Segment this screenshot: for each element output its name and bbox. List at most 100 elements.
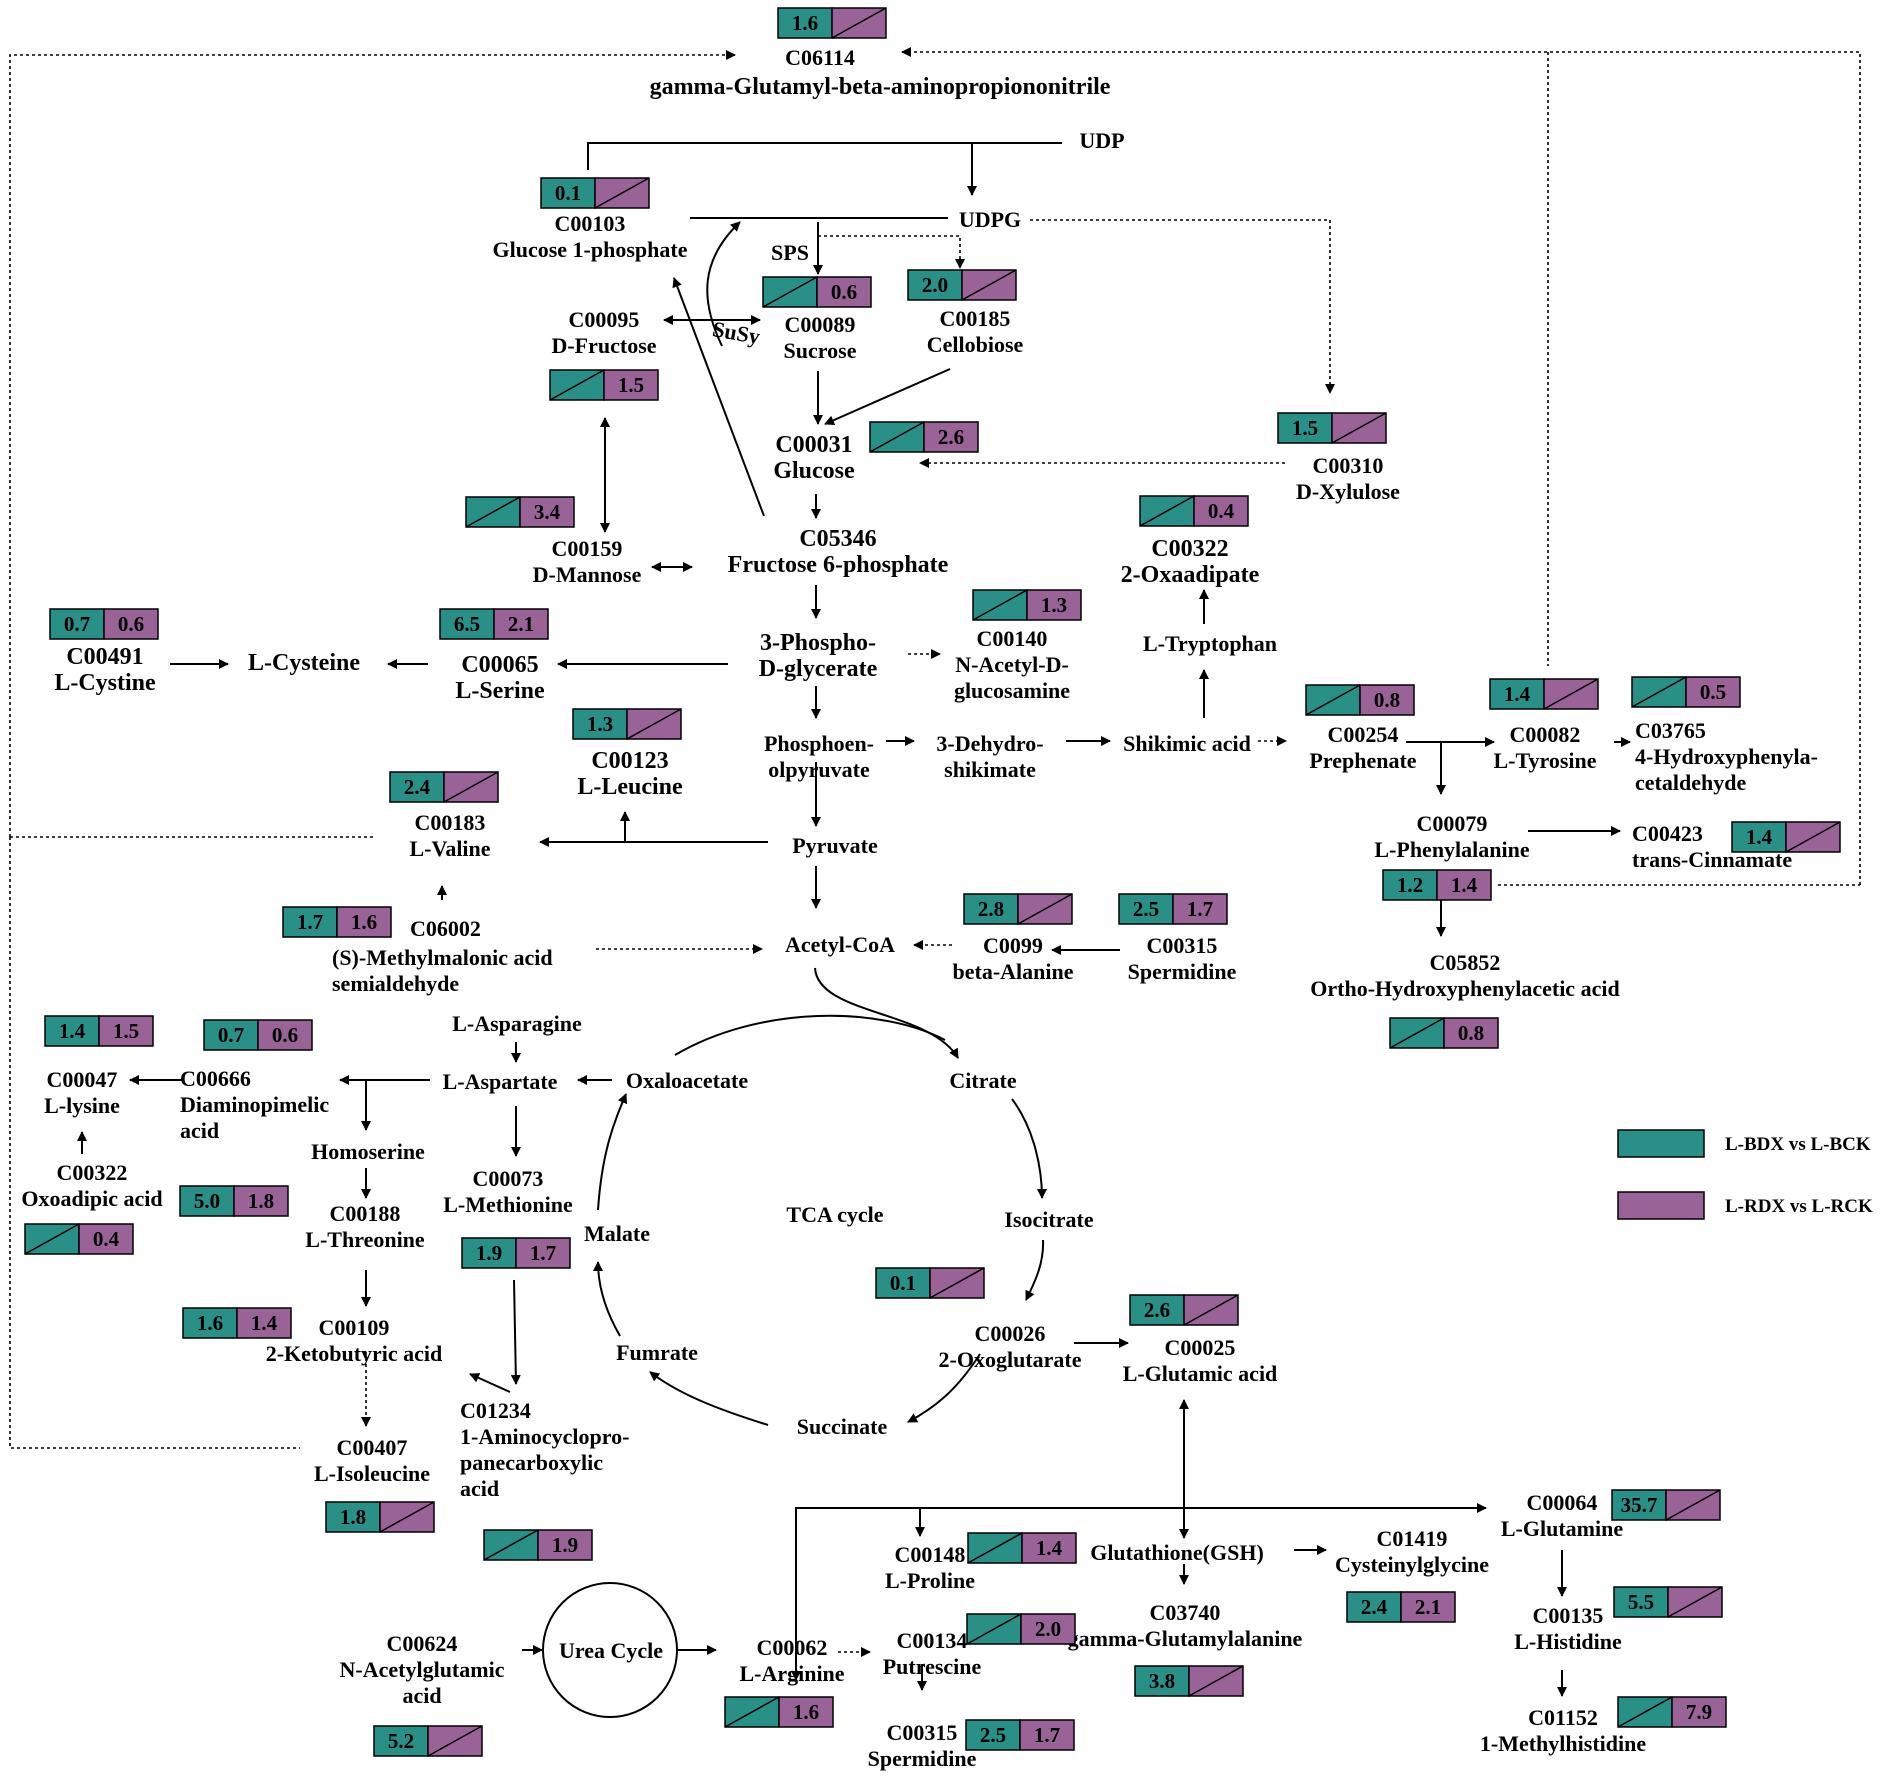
- rdx-cell: [1019, 1719, 1075, 1751]
- fold-change-box-c06114: 1.6: [777, 7, 887, 39]
- bdx-cell: [203, 1019, 259, 1051]
- bdx-cell: [963, 893, 1019, 925]
- node-c00065-line: C00065: [461, 652, 538, 678]
- rdx-value: 3.4: [534, 500, 561, 524]
- fold-change-box-c00025: 2.6: [1129, 1294, 1239, 1326]
- rdx-value: 0.6: [118, 612, 144, 636]
- node-citrate: Citrate: [949, 1068, 1016, 1093]
- bdx-value: 2.4: [404, 775, 431, 799]
- bdx-value: 3.8: [1149, 1669, 1175, 1693]
- no-change-slash: [762, 276, 818, 308]
- fold-change-box-c0099: 2.8: [963, 893, 1073, 925]
- bdx-cell: [965, 1719, 1021, 1751]
- node-dehydroshikimate: 3-Dehydro-shikimate: [936, 731, 1043, 782]
- fold-change-box-c00026: 0.1: [875, 1267, 985, 1299]
- bdx-cell: [1346, 1591, 1402, 1623]
- bdx-value: 2.6: [1144, 1298, 1170, 1322]
- node-c00423-line: C00423: [1632, 821, 1703, 846]
- node-c00315-top-line: C00315: [1147, 933, 1218, 958]
- no-change-slash: [549, 369, 605, 401]
- node-citrate-line: Citrate: [949, 1068, 1016, 1093]
- node-methylmalonic-line: (S)-Methylmalonic acid: [332, 945, 553, 970]
- node-c00134-line: Putrescine: [883, 1654, 982, 1679]
- rdx-cell: [1020, 1613, 1076, 1645]
- node-l-aspartate: L-Aspartate: [443, 1069, 558, 1094]
- node-c00103-line: Glucose 1-phosphate: [493, 237, 688, 262]
- node-c01419-line: C01419: [1377, 1526, 1448, 1551]
- bdx-value: 0.1: [555, 181, 581, 205]
- rdx-value: 0.6: [831, 280, 857, 304]
- node-c00089-line: Sucrose: [784, 338, 857, 363]
- no-change-slash: [1331, 412, 1387, 444]
- rdx-value: 1.4: [1036, 1536, 1063, 1560]
- node-c00109-line: 2-Ketobutyric acid: [266, 1341, 443, 1366]
- node-udp-line: UDP: [1079, 128, 1124, 153]
- rdx-value: 1.4: [251, 1311, 278, 1335]
- node-c00073-line: C00073: [473, 1166, 544, 1191]
- node-c00666-line: acid: [180, 1118, 219, 1143]
- node-c00095-line: D-Fructose: [551, 333, 656, 358]
- node-c00123-line: C00123: [591, 748, 668, 774]
- no-change-slash: [483, 1529, 539, 1561]
- bdx-value: 2.5: [980, 1723, 1006, 1747]
- fold-change-box-c00148: 1.4: [967, 1532, 1077, 1564]
- node-c00315-bottom-line: Spermidine: [868, 1746, 977, 1771]
- legend-label-rdx: L-RDX vs L-RCK: [1725, 1196, 1873, 1217]
- no-change-slash: [1188, 1665, 1244, 1697]
- bdx-value: 0.1: [890, 1271, 916, 1295]
- node-homoserine-line: Homoserine: [311, 1139, 425, 1164]
- no-change-slash: [1665, 1489, 1721, 1521]
- fold-change-box-c00123: 1.3: [572, 708, 682, 740]
- bdx-cell: [49, 608, 105, 640]
- node-c00103-line: C00103: [555, 211, 626, 236]
- node-c03740-line: C03740: [1150, 1600, 1221, 1625]
- node-c00073-line: L-Methionine: [443, 1192, 573, 1217]
- rdx-value: 0.4: [1208, 499, 1235, 523]
- bdx-value: 1.7: [297, 910, 323, 934]
- node-c00322-line: C00322: [1151, 536, 1228, 562]
- rdx-value: 2.1: [1415, 1595, 1441, 1619]
- rdx-value: 0.5: [1700, 680, 1726, 704]
- bdx-cell: [1731, 821, 1787, 853]
- node-l-asparagine-line: L-Asparagine: [452, 1011, 582, 1036]
- bdx-value: 6.5: [454, 612, 480, 636]
- rdx-cell: [493, 608, 549, 640]
- no-change-slash: [831, 7, 887, 39]
- node-c06114-name-line: gamma-Glutamyl-beta-aminopropiononitrile: [650, 74, 1111, 100]
- node-c01234-line: acid: [460, 1476, 499, 1501]
- node-l-asparagine: L-Asparagine: [452, 1011, 582, 1036]
- rdx-value: 1.7: [1187, 897, 1213, 921]
- no-change-slash: [1543, 678, 1599, 710]
- node-c00082-line: L-Tyrosine: [1493, 748, 1596, 773]
- rdx-cell: [103, 608, 159, 640]
- rdx-cell: [1400, 1591, 1456, 1623]
- bdx-cell: [389, 771, 445, 803]
- fold-change-box-c03740: 3.8: [1134, 1665, 1244, 1697]
- node-udp: UDP: [1079, 128, 1124, 153]
- bdx-cell: [282, 906, 338, 938]
- node-isocitrate-line: Isocitrate: [1004, 1207, 1093, 1232]
- rdx-value: 1.8: [248, 1189, 274, 1213]
- node-c00666-line: C00666: [180, 1066, 251, 1091]
- rdx-cell: [257, 1019, 313, 1051]
- rdx-cell: [336, 906, 392, 938]
- fold-change-box-c00407: 1.8: [325, 1501, 435, 1533]
- node-c00135-line: L-Histidine: [1514, 1629, 1622, 1654]
- node-c00109-line: C00109: [319, 1315, 390, 1340]
- node-phospho-glycerate: 3-Phospho-D-glycerate: [759, 630, 878, 682]
